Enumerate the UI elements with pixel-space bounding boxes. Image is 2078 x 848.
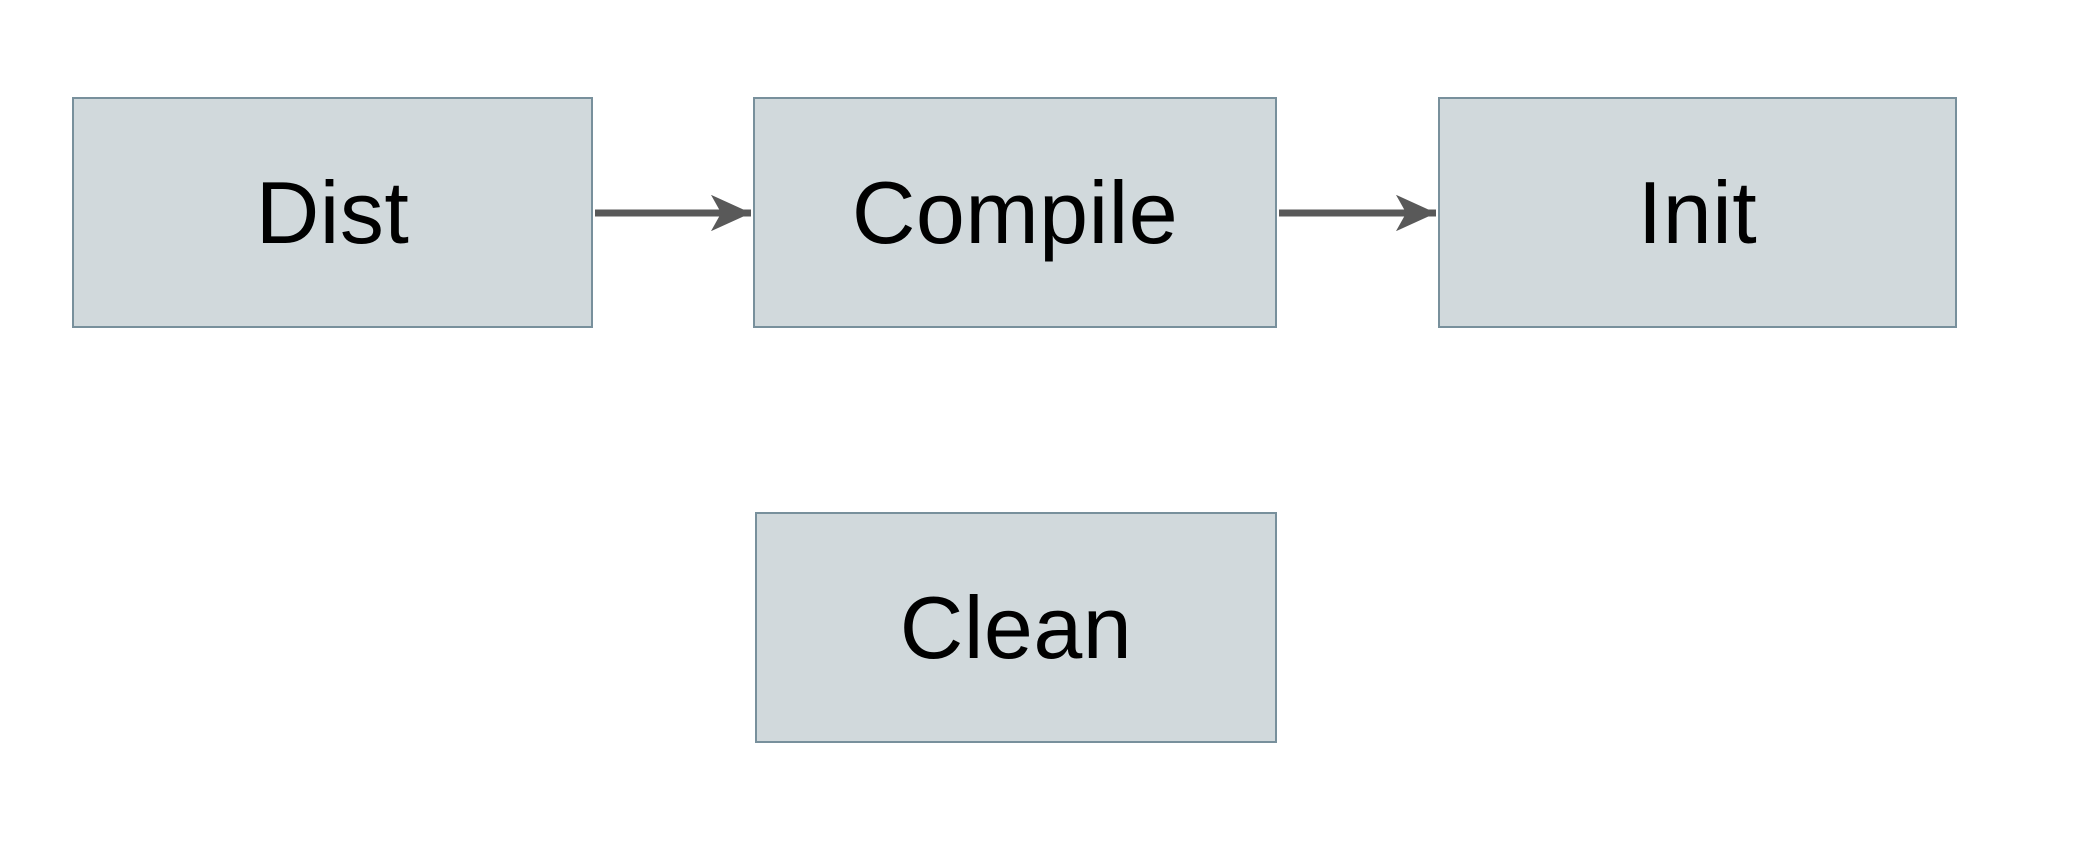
node-clean-label: Clean bbox=[899, 577, 1133, 677]
node-init-label: Init bbox=[1637, 162, 1758, 262]
node-init: Init bbox=[1438, 97, 1957, 328]
node-dist: Dist bbox=[72, 97, 593, 328]
node-compile: Compile bbox=[753, 97, 1277, 328]
node-compile-label: Compile bbox=[851, 162, 1179, 262]
node-clean: Clean bbox=[755, 512, 1277, 743]
node-dist-label: Dist bbox=[255, 162, 410, 262]
